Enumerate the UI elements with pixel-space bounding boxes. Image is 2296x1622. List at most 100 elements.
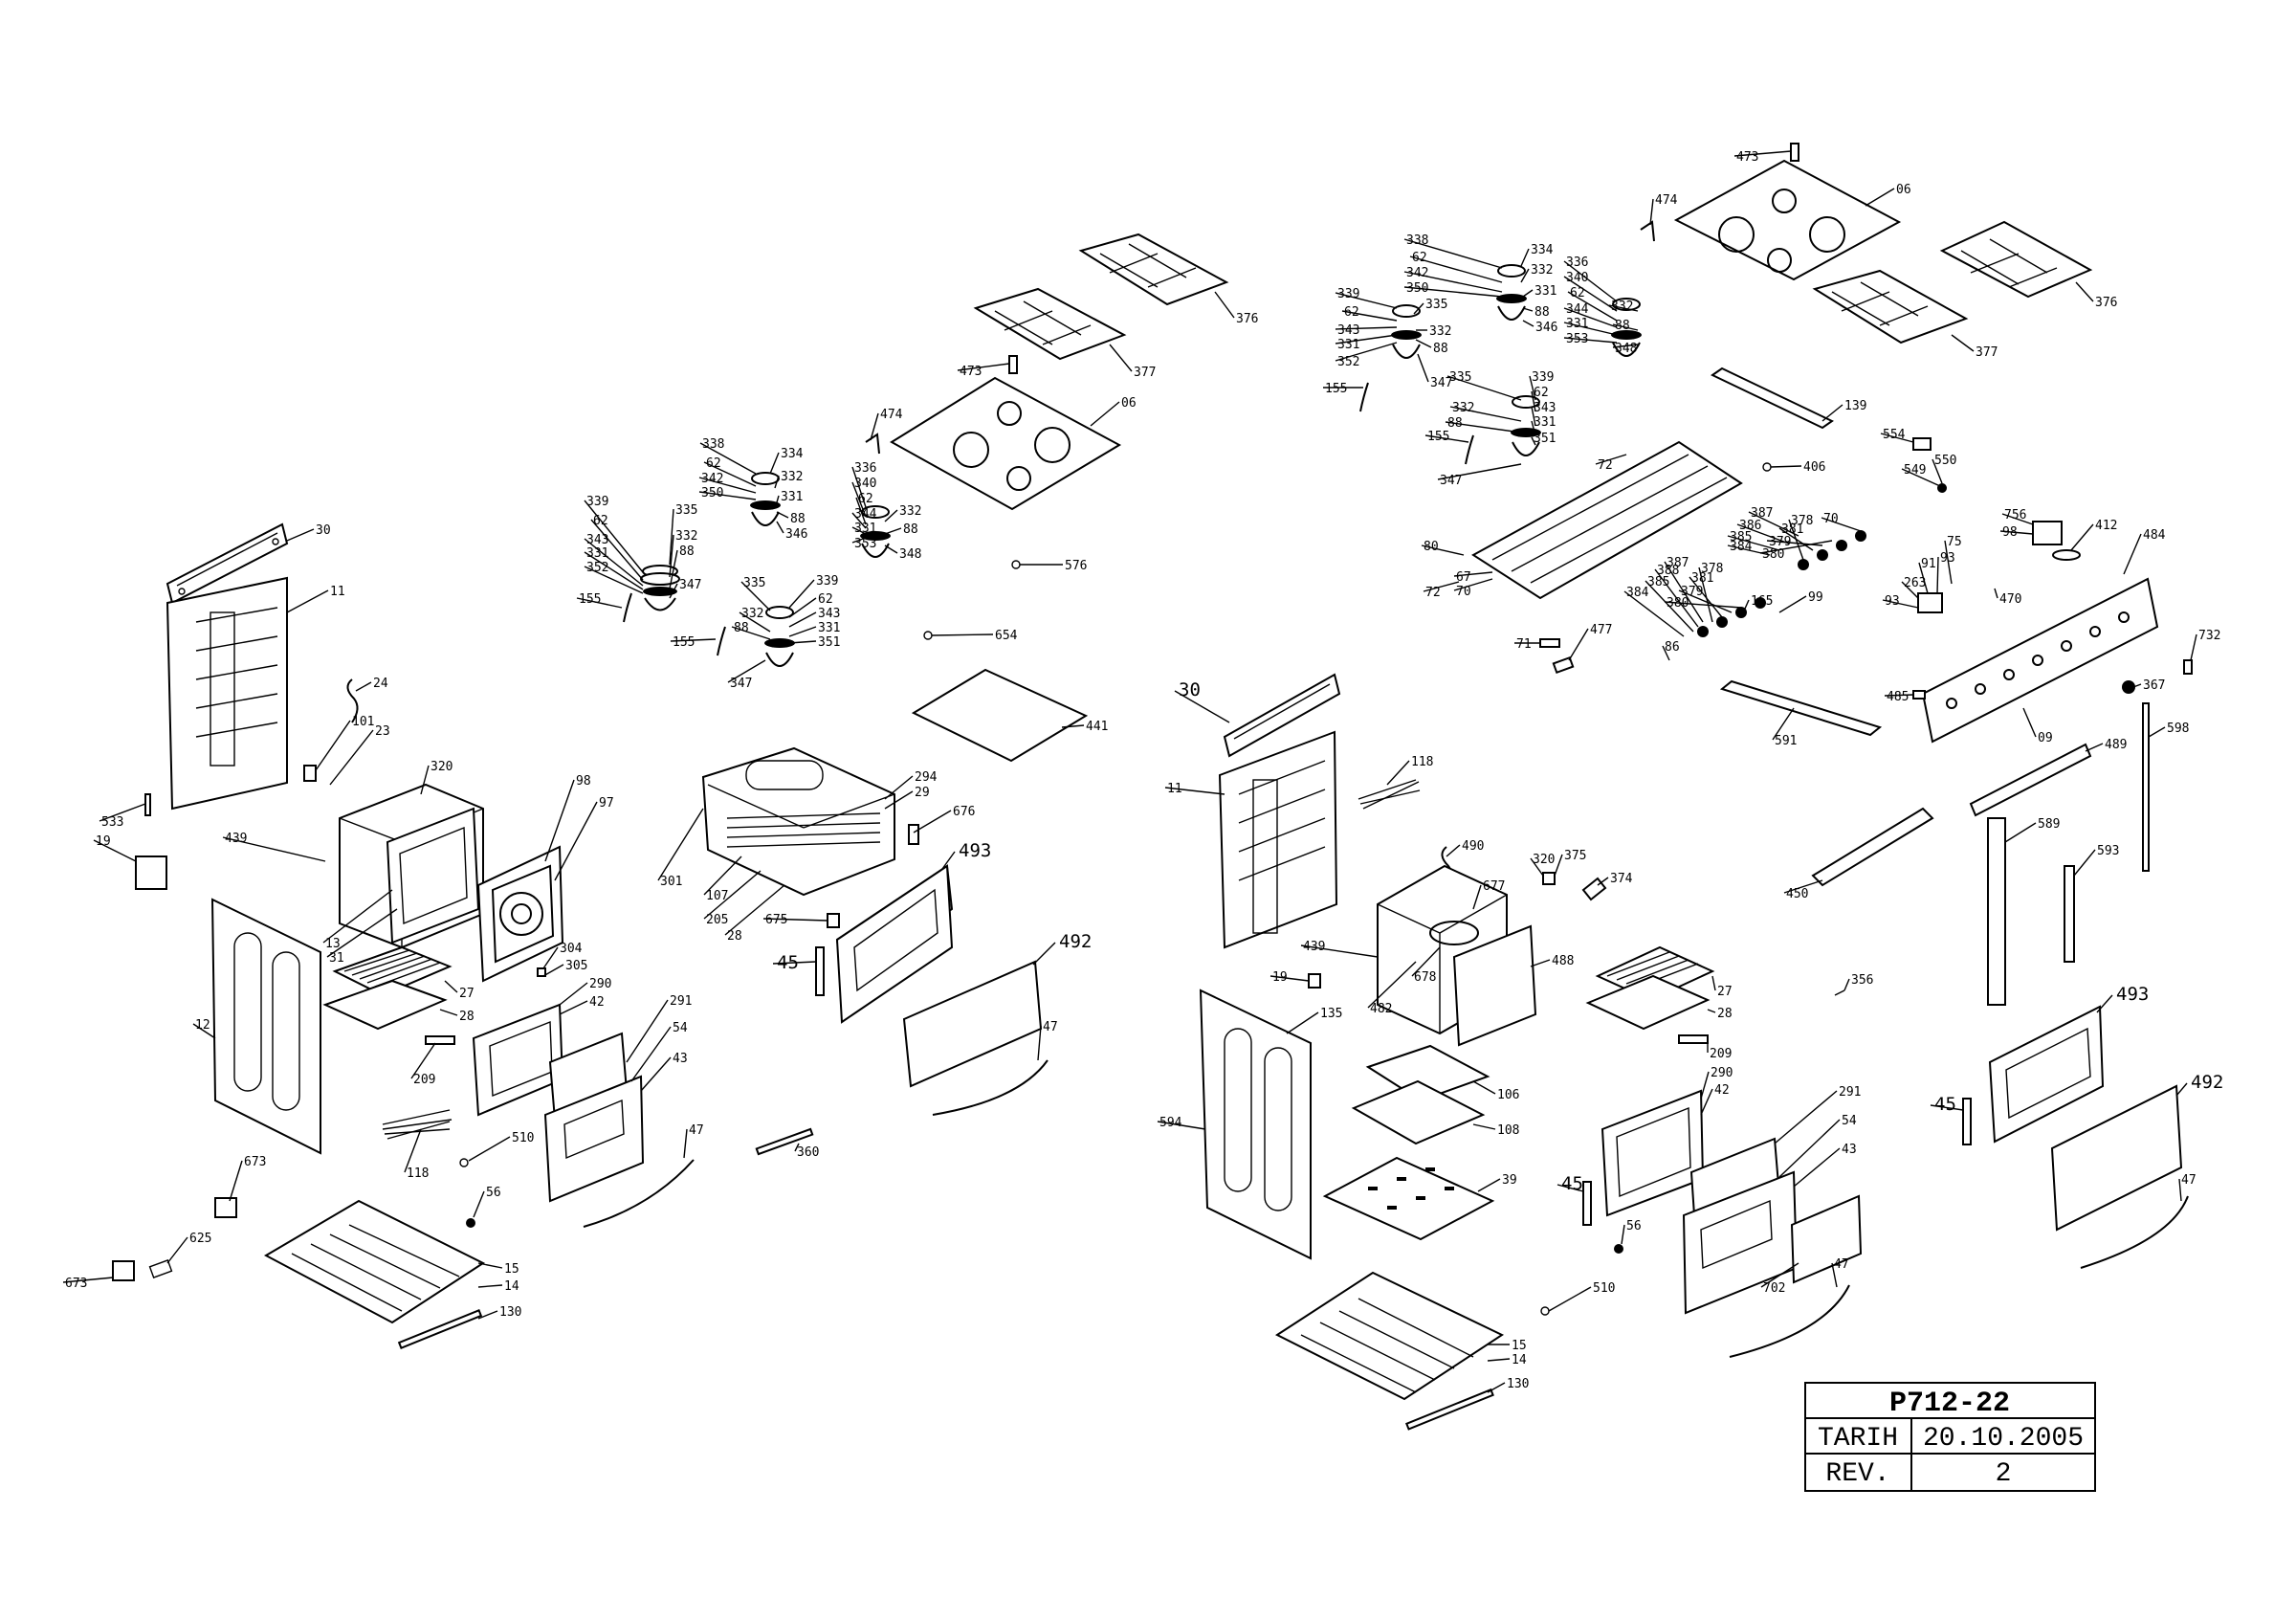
- part-number-label: 332: [1611, 300, 1633, 314]
- leader-line: [554, 801, 598, 881]
- grill-tray-part-108: [1351, 1079, 1486, 1145]
- part-number-label: 91: [1921, 557, 1936, 571]
- part-number-label: 441: [1086, 720, 1108, 734]
- terminal-part-19-right: [1308, 973, 1321, 989]
- callout-left-c43: 43: [640, 1052, 688, 1092]
- fan-cover-part: [476, 845, 564, 983]
- part-number-label: 343: [586, 533, 608, 547]
- part-number-label: 23: [375, 724, 390, 739]
- part-number-label: 28: [1717, 1007, 1733, 1021]
- part-number-label: 387: [1751, 506, 1773, 521]
- leader-line: [1772, 707, 1795, 741]
- leader-line: [1090, 401, 1120, 427]
- callout-left-c331a: 331: [584, 546, 644, 590]
- part-number-label: 335: [743, 576, 765, 590]
- part-number-label: 88: [790, 512, 806, 526]
- leader-line: [2022, 707, 2037, 738]
- part-number-label: 06: [1121, 396, 1137, 411]
- callout-right-c67: 67: [1453, 570, 1493, 585]
- callout-right-c482: 482: [1367, 961, 1417, 1016]
- part-number-label: 340: [854, 477, 876, 491]
- leader-line: [1531, 420, 1536, 436]
- leader-line: [1487, 1358, 1511, 1362]
- part-number-label: 88: [1615, 319, 1630, 333]
- callout-left-c54: 54: [630, 1021, 688, 1082]
- clip-part-474: [865, 433, 880, 455]
- part-number-label: 11: [1167, 782, 1182, 796]
- leader-line: [322, 889, 393, 944]
- foot-part-673a: [214, 1197, 237, 1218]
- callout-right-c47b: 47: [2178, 1173, 2197, 1202]
- callout-right-c88d: 88: [1445, 416, 1522, 433]
- part-number-label: 343: [1337, 323, 1359, 338]
- part-number-label: 15: [1512, 1339, 1527, 1353]
- callout-right-c320: 320: [1530, 853, 1555, 877]
- leader-line: [1649, 198, 1654, 226]
- part-number-label: 343: [1534, 401, 1556, 415]
- leader-line: [1554, 854, 1563, 877]
- back-panel-part: [166, 576, 288, 811]
- part-number-label: 338: [702, 437, 724, 452]
- part-number-label: 88: [1447, 416, 1463, 431]
- callout-right-c88a: 88: [1522, 305, 1550, 320]
- leader-line: [788, 626, 817, 637]
- control-panel-part: [1921, 577, 2159, 744]
- leader-line: [229, 1160, 243, 1202]
- leader-line: [1453, 578, 1493, 591]
- part-number-label: 352: [586, 561, 608, 575]
- part-number-label: 205: [706, 913, 728, 927]
- callout-left-c625: 625: [166, 1232, 211, 1264]
- leader-line: [884, 790, 914, 810]
- part-number-label: 118: [1411, 755, 1433, 769]
- part-number-label: 31: [329, 951, 344, 966]
- part-number-label: 386: [1739, 519, 1761, 533]
- callout-left-c27: 27: [444, 980, 475, 1001]
- leader-line: [769, 452, 780, 475]
- callout-right-c490: 490: [1446, 839, 1484, 857]
- leader-line: [1286, 1011, 1319, 1034]
- top-rear-trim-part-right: [1223, 673, 1341, 758]
- callout-right-c485: 485: [1884, 690, 1914, 704]
- part-number-label: 335: [1449, 370, 1471, 385]
- leader-line: [657, 808, 704, 881]
- leader-line: [1932, 458, 1943, 484]
- drawer-bottom-part: [263, 1199, 486, 1324]
- part-number-label: 533: [101, 815, 123, 830]
- knob-part-549: [1937, 483, 1947, 493]
- part-number-label: 135: [1320, 1007, 1342, 1021]
- callout-right-c165: 165: [1740, 594, 1773, 618]
- part-number-label: 43: [1842, 1143, 1857, 1157]
- callout-right-c387a: 387: [1748, 506, 1799, 537]
- callout-right-c386: 386: [1736, 519, 1790, 544]
- gas-valves-lower: [1697, 597, 1766, 637]
- title-block: P712-22 TARIH 20.10.2005 REV. 2: [1804, 1382, 2096, 1492]
- callout-right-c732: 732: [2190, 629, 2220, 661]
- callout-right-c343: 343: [1335, 323, 1398, 338]
- leader-line: [1999, 530, 2034, 535]
- callout-right-c377: 377: [1951, 334, 1998, 360]
- part-number-label: 332: [741, 607, 763, 621]
- part-number-label: 342: [701, 472, 723, 486]
- thermocouple-part-155a-right: [1359, 382, 1369, 412]
- part-number-label: 510: [512, 1131, 534, 1145]
- door-handle-part-47b: [932, 1059, 1049, 1116]
- callout-right-c42: 42: [1700, 1083, 1730, 1116]
- callout-left-c155a: 155: [576, 592, 623, 609]
- clip-part-477: [1552, 655, 1575, 675]
- leader-line: [2085, 743, 2104, 752]
- leader-line: [1413, 302, 1424, 315]
- leader-line: [1472, 884, 1482, 910]
- part-number-label: 374: [1610, 872, 1633, 886]
- callout-left-c342: 342: [698, 472, 757, 494]
- leader-line: [1821, 517, 1862, 532]
- part-number-label: 353: [1566, 332, 1588, 346]
- callout-right-c135: 135: [1286, 1007, 1342, 1034]
- leader-line: [1711, 975, 1716, 991]
- part-number-label: 477: [1590, 623, 1612, 637]
- callout-right-c19: 19: [1269, 970, 1310, 985]
- leader-line: [1386, 760, 1410, 786]
- leader-line: [1831, 1262, 1838, 1288]
- callout-right-c474: 474: [1649, 193, 1678, 226]
- leader-line: [669, 583, 678, 599]
